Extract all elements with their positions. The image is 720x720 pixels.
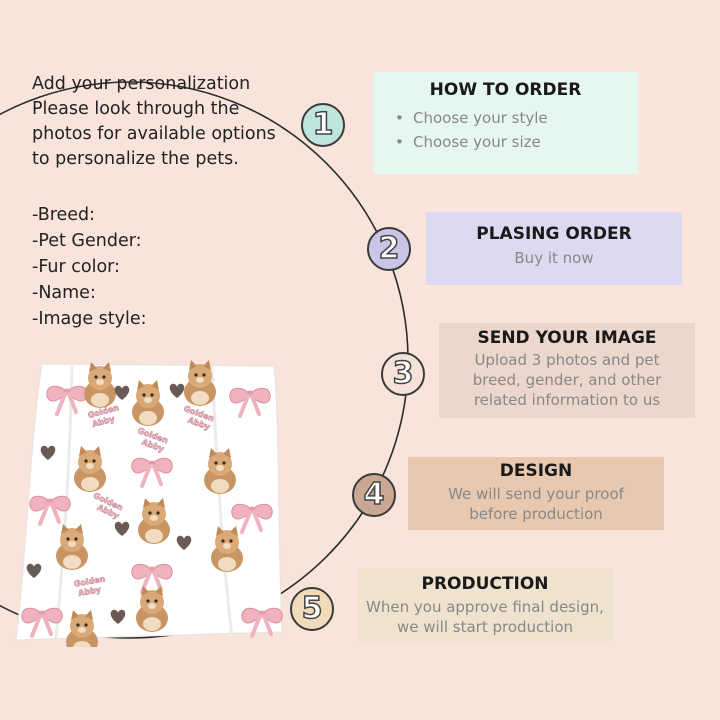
step-1-number-badge: 1: [301, 103, 345, 147]
intro-line: photos for available options: [32, 124, 276, 144]
step-1-title: HOW TO ORDER: [429, 80, 582, 100]
step-5-desc-line: we will start production: [396, 618, 574, 636]
step-1-bullet: Choose your size: [373, 130, 638, 154]
field-breed: -Breed:: [32, 205, 96, 225]
step-4-title: DESIGN: [499, 461, 573, 481]
personalization-fields: -Breed: -Pet Gender: -Fur color: -Name: …: [32, 202, 147, 332]
step-4-desc: We will send your proof before productio…: [408, 484, 664, 524]
step-1-bullet: Choose your style: [373, 106, 638, 130]
step-2-card: PLASING ORDER Buy it now: [426, 212, 682, 285]
step-1-bullets: Choose your style Choose your size: [373, 106, 638, 154]
step-5-number-badge: 5: [290, 587, 334, 631]
step-5-desc-line: When you approve final design,: [366, 598, 604, 616]
step-5-title: PRODUCTION: [421, 574, 549, 594]
step-1-card: HOW TO ORDER Choose your style Choose yo…: [373, 72, 638, 174]
intro-line: to personalize the pets.: [32, 149, 239, 169]
step-3-number-badge: 3: [381, 352, 425, 396]
step-3-card: SEND YOUR IMAGE Upload 3 photos and pet …: [439, 323, 695, 418]
field-name: -Name:: [32, 283, 96, 303]
step-5-desc: When you approve final design, we will s…: [357, 597, 613, 637]
blanket-pet-name: Abby: [78, 585, 103, 598]
step-4-desc-line: We will send your proof: [448, 485, 624, 503]
personalization-intro: Add your personalization Please look thr…: [32, 72, 302, 172]
step-3-title: SEND YOUR IMAGE: [477, 328, 657, 348]
intro-line: Please look through the: [32, 99, 240, 119]
step-2-title: PLASING ORDER: [476, 224, 632, 244]
step-3-desc-line: breed, gender, and other: [472, 371, 662, 389]
step-4-number-badge: 4: [352, 473, 396, 517]
step-2-number-badge: 2: [367, 227, 411, 271]
field-fur-color: -Fur color:: [32, 257, 120, 277]
step-3-desc: Upload 3 photos and pet breed, gender, a…: [439, 350, 695, 410]
step-2-desc: Buy it now: [514, 249, 594, 267]
step-4-desc-line: before production: [469, 505, 603, 523]
step-4-card: DESIGN We will send your proof before pr…: [408, 457, 664, 530]
step-3-desc-line: related information to us: [473, 391, 661, 409]
step-5-card: PRODUCTION When you approve final design…: [357, 568, 613, 641]
intro-line: Add your personalization: [32, 74, 251, 94]
blanket-product-image: Golden Abby Golden Abby Golden Abby Gold…: [15, 360, 285, 647]
step-3-desc-line: Upload 3 photos and pet: [474, 351, 660, 369]
field-image-style: -Image style:: [32, 309, 147, 329]
field-pet-gender: -Pet Gender:: [32, 231, 142, 251]
